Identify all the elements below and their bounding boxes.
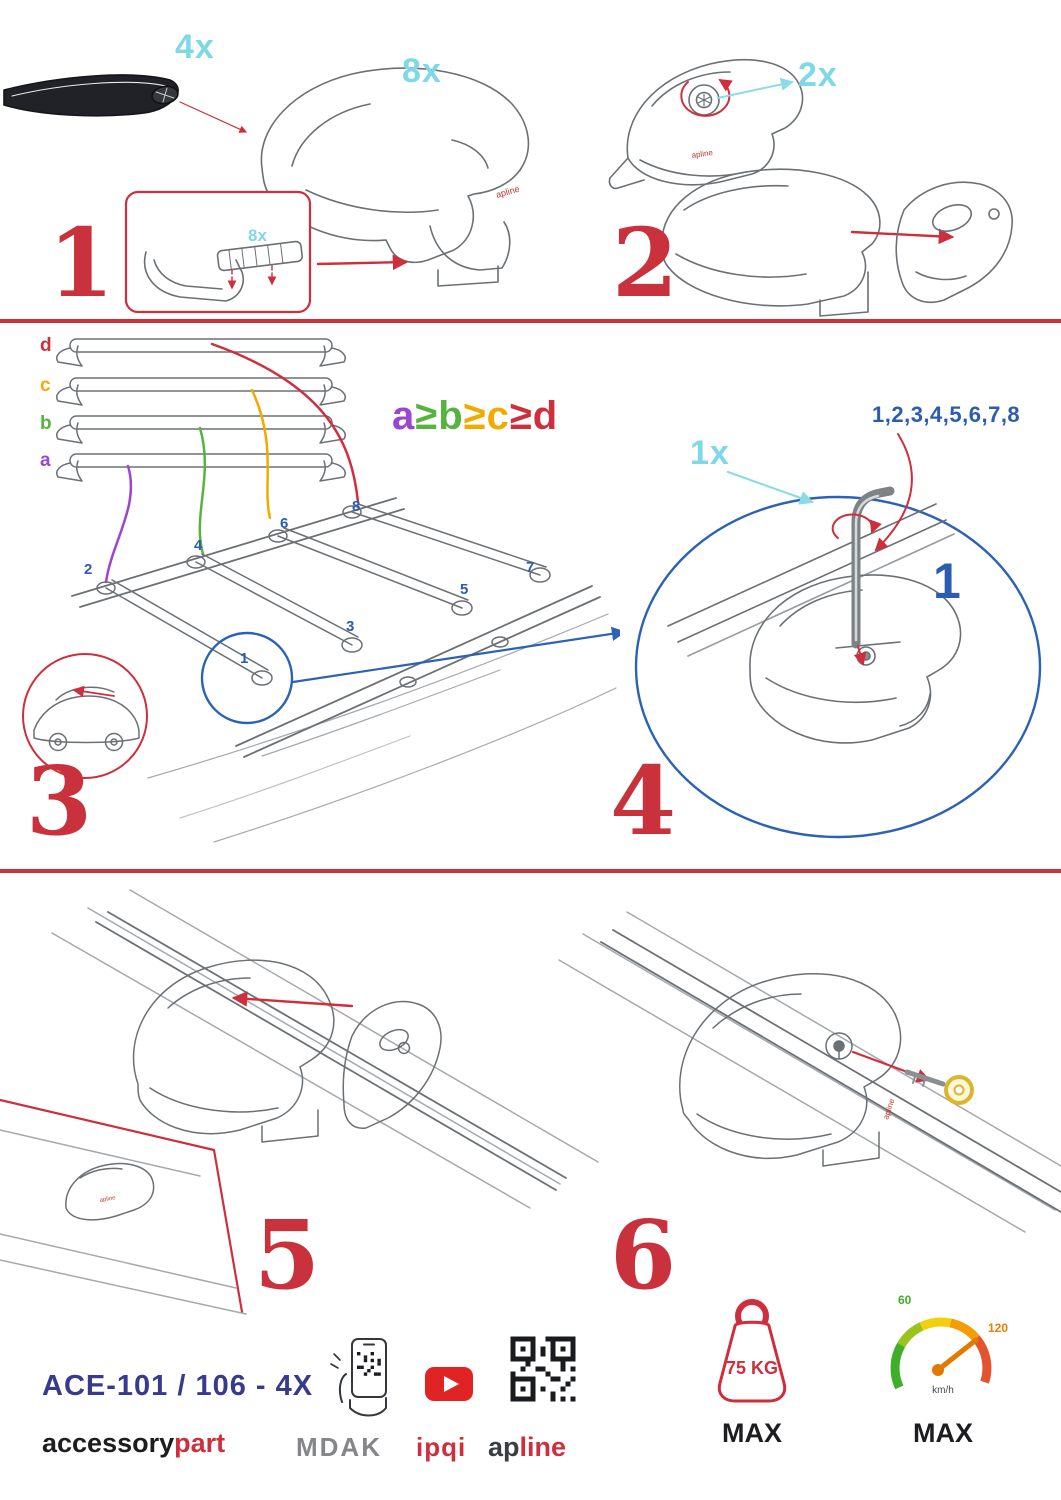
leader-d	[210, 342, 360, 504]
speed-high-label: 120	[988, 1321, 1008, 1335]
keyhole-icon	[825, 1032, 853, 1060]
weight-value: 75 KG	[726, 1358, 778, 1378]
foot-icon	[132, 959, 335, 1143]
section-divider	[0, 869, 1061, 873]
foot-brand-label: apline	[99, 1195, 116, 1204]
qty-pads-label: 8x	[248, 226, 267, 245]
clamp-body-icon	[661, 168, 881, 317]
position-label: 4	[194, 537, 203, 554]
position-label: 2	[84, 561, 93, 578]
rotate-arrow	[831, 513, 882, 539]
step1-number: 1	[48, 208, 115, 319]
zoom-ellipse	[634, 495, 1042, 839]
allen-key-icon	[851, 486, 895, 649]
step6-illustration: apline	[558, 911, 1061, 1233]
step3-illustration	[22, 338, 620, 843]
qty-feet-label: 8x	[402, 52, 442, 90]
ipqi-logo: ipqi	[416, 1432, 467, 1462]
tighten-arrow	[853, 645, 867, 666]
position1-highlight-circle	[200, 631, 294, 725]
bar-letter-b: b	[40, 413, 52, 434]
tighten-sequence-label: 1,2,3,4,5,6,7,8	[872, 402, 1021, 427]
foot-brand-label: apline	[881, 1097, 896, 1121]
speed-low-label: 60	[898, 1293, 912, 1307]
position-label: 8	[352, 498, 361, 515]
sequence-arrow	[874, 433, 913, 552]
bar-c-icon	[56, 377, 346, 406]
position-label: 6	[280, 515, 289, 532]
aero-bar-icon	[3, 74, 179, 117]
foot-brand-label: apline	[495, 184, 521, 200]
mdak-logo: MDAK	[296, 1432, 382, 1462]
flush-rail-lines	[0, 1129, 247, 1315]
foot-closeup-icon	[749, 574, 962, 744]
youtube-icon	[425, 1367, 473, 1401]
position-label: 7	[526, 559, 535, 576]
zoom-arrow	[291, 626, 620, 684]
car-highlight-circle	[22, 653, 148, 779]
car-roof-outline	[147, 613, 617, 843]
assembled-foot-icon: apline	[608, 58, 804, 190]
qty-bars-label: 4x	[175, 28, 215, 66]
mini-foot-icon: apline	[65, 1162, 155, 1221]
leader-c	[250, 388, 272, 520]
roof-rails	[71, 497, 601, 758]
crossbars	[96, 503, 551, 688]
step2-illustration: apline	[608, 58, 1013, 317]
step4-number: 4	[610, 746, 677, 857]
position-label: 1	[240, 650, 249, 667]
step3-number: 3	[26, 746, 93, 857]
qr-code-icon	[508, 1334, 578, 1404]
step2-number: 2	[612, 208, 679, 319]
weight-max-label: MAX	[722, 1418, 782, 1448]
key-icon	[904, 1069, 974, 1105]
speedometer-icon: 60 120 km/h	[890, 1293, 1008, 1396]
step4-illustration	[634, 433, 1042, 839]
leader-a	[104, 464, 133, 584]
brand-logo: accessorypart	[42, 1428, 226, 1458]
size-order-formula: a ≥ b ≥ c ≥ d	[392, 394, 559, 438]
key-callout-arrow	[726, 470, 815, 505]
roof-panel-lines	[558, 911, 1061, 1233]
lock-cover-icon	[342, 1000, 442, 1129]
rail-section	[667, 503, 955, 657]
rubber-pad-icon	[216, 240, 304, 272]
side-rail	[95, 911, 567, 1191]
bar-letter-c: c	[40, 375, 51, 396]
flush-rail-outline	[0, 1098, 244, 1314]
phone-qr-scan-icon	[330, 1338, 387, 1417]
step6-number: 6	[610, 1200, 677, 1311]
position-label: 5	[460, 581, 469, 598]
leader-b	[198, 426, 207, 556]
bar-letter-d: d	[40, 335, 52, 356]
torx-screw-icon	[688, 84, 720, 116]
foot-icon: apline	[260, 67, 530, 287]
bar-a-icon	[56, 453, 346, 482]
weight-tag-icon: 75 KG	[717, 1299, 787, 1403]
speed-max-label: MAX	[913, 1418, 973, 1448]
bar-d-icon	[56, 338, 346, 367]
first-position-label: 1	[933, 553, 961, 609]
speed-unit-label: km/h	[932, 1385, 954, 1396]
roof-panel-lines	[51, 889, 599, 1209]
bar-letter-a: a	[40, 450, 51, 471]
step1-illustration: apline	[3, 67, 530, 314]
foot-brand-label: apline	[691, 148, 714, 160]
attach-arrow	[231, 991, 354, 1008]
end-cover-icon	[895, 181, 1013, 304]
foot-with-lock-icon: apline	[679, 972, 902, 1167]
rubber-pad-box	[124, 190, 312, 314]
section-divider	[0, 319, 1061, 323]
side-rail	[600, 929, 1061, 1213]
qty-key-label: 1x	[690, 434, 730, 472]
position-label: 3	[346, 618, 355, 635]
car-icon	[33, 685, 140, 752]
product-code: ACE-101 / 106 - 4X	[42, 1370, 314, 1402]
apline-logo: apline	[488, 1432, 567, 1462]
step5-number: 5	[254, 1200, 321, 1311]
step5-illustration: apline	[0, 889, 599, 1315]
qty-screws-label: 2x	[798, 56, 838, 94]
needle	[935, 1337, 979, 1373]
